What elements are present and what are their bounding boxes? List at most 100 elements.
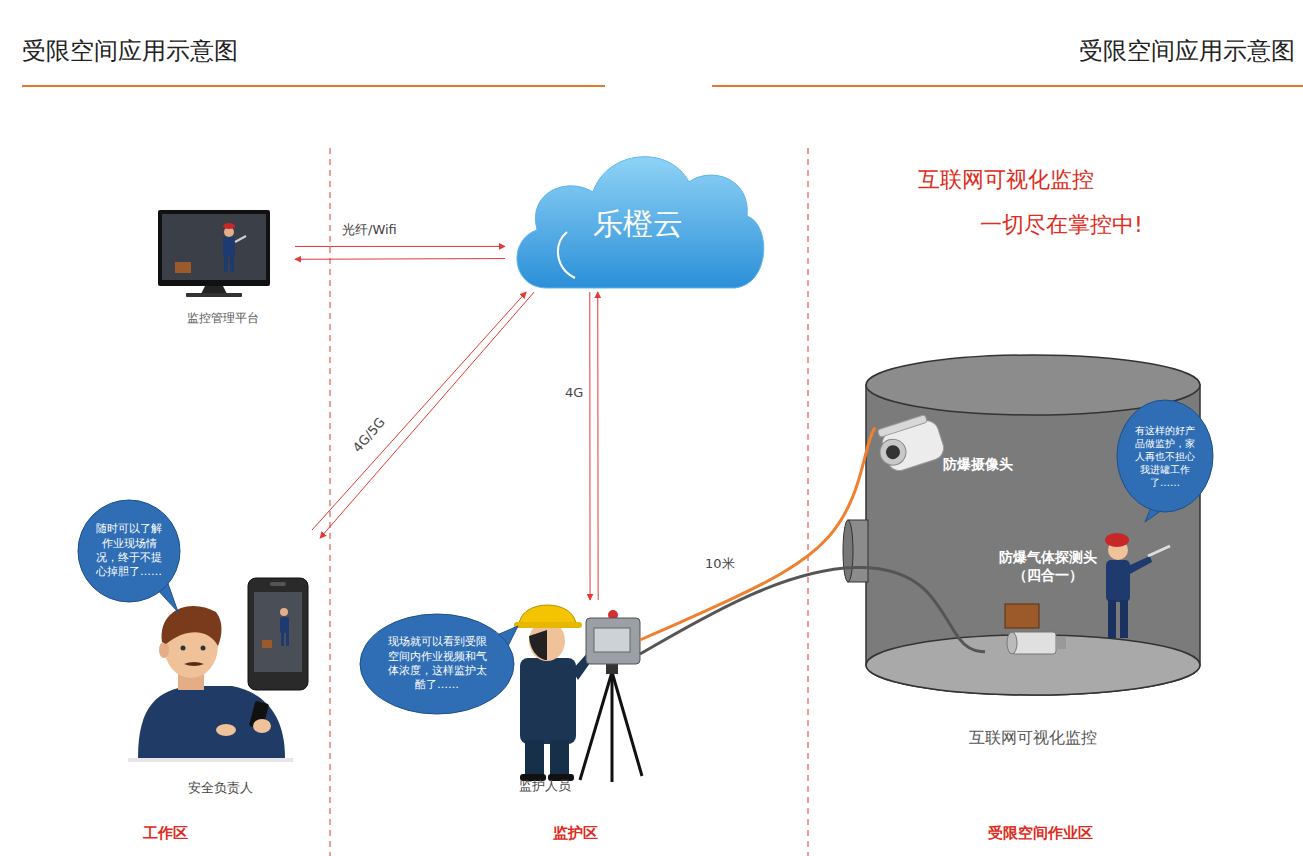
safety-officer-figure-part	[184, 662, 204, 666]
monitor-screen-part	[223, 223, 235, 229]
safety-officer-figure-part	[216, 724, 236, 736]
phone-device-part	[254, 592, 302, 672]
diagram-title: 受限空间应用示意图	[995, 36, 1295, 67]
tank-worker	[1105, 533, 1170, 638]
safety-officer-figure-part	[253, 719, 271, 733]
bubble-ellipse	[78, 500, 180, 602]
edge-label: 光纤/Wifi	[340, 222, 399, 239]
safety-officer-figure-part	[159, 642, 169, 658]
monitor-device	[580, 610, 642, 782]
zone-label: 监护区	[525, 824, 625, 844]
gas-detector-part	[1056, 637, 1066, 649]
tank-worker-part	[1105, 533, 1129, 547]
gas-detector	[1005, 604, 1066, 654]
guard-figure	[514, 605, 595, 781]
cloud-outline	[517, 157, 764, 288]
phone-device-part	[248, 578, 308, 690]
explosion-proof-camera-part-part	[884, 443, 902, 461]
bubble-ellipse	[1117, 400, 1213, 512]
monitor-screen-part	[186, 293, 242, 297]
signal-arrow	[295, 246, 505, 247]
phone-device-part	[280, 617, 289, 633]
signal-arrow	[295, 258, 505, 260]
monitor-screen-part	[201, 286, 227, 294]
explosion-proof-camera-part-part	[877, 414, 927, 437]
tank-worker-part	[1106, 560, 1130, 602]
phone-device-part	[286, 632, 289, 646]
safety-officer-figure-part	[181, 646, 186, 651]
monitor-screen	[158, 210, 270, 297]
bubble-ellipse	[360, 614, 514, 714]
guard-person: 监护人员	[505, 600, 640, 800]
node-label: 防爆摄像头	[943, 455, 1025, 473]
tank-part	[866, 385, 1200, 695]
node-label: 监护人员	[505, 778, 585, 795]
signal-arrow	[312, 292, 526, 530]
monitor-screen-part	[230, 256, 234, 272]
zone-divider-part	[330, 148, 331, 856]
diagram-title: 受限空间应用示意图	[22, 36, 422, 67]
tank-worker-part	[1120, 600, 1128, 638]
text-holder: 有这样的好产品做监护，家人再也不担心我进罐工作了……	[1115, 398, 1215, 514]
phone-device	[248, 578, 308, 690]
monitor-device-part	[580, 672, 612, 780]
monitor-device-part	[612, 672, 642, 776]
monitor-screen-part	[223, 237, 235, 257]
guard-figure-part	[520, 658, 576, 744]
safety-officer-figure-part	[201, 646, 206, 651]
tank-worker-part	[1128, 556, 1152, 574]
speech-bubble: 随时可以了解作业现场情况，终于不提心掉胆了……	[76, 498, 182, 604]
monitor-device-part	[586, 618, 640, 664]
camera-node: 防爆摄像头	[875, 410, 1025, 480]
node-label: 防爆气体探测头 （四合一）	[985, 548, 1110, 584]
phone-device-part	[262, 640, 272, 648]
phone-device-part	[270, 582, 286, 586]
guard-figure-part	[529, 630, 547, 660]
node-label: 乐橙云	[538, 204, 738, 243]
edge-label: 10米	[703, 556, 737, 573]
explosion-proof-camera-part-part	[877, 436, 910, 469]
edge-label: 4G/5G	[349, 412, 391, 457]
signal-arrow	[320, 292, 534, 538]
header-rule-part	[22, 85, 605, 87]
zone-divider-part	[808, 148, 809, 856]
monitor-screen-part	[158, 210, 270, 286]
safety-officer-figure-part	[162, 606, 222, 646]
speech-bubble: 有这样的好产品做监护，家人再也不担心我进罐工作了……	[1115, 398, 1215, 514]
safety-officer-figure-part	[128, 758, 293, 762]
confined-space-tank: 互联网可视化监控防爆摄像头有这样的好产品做监护，家人再也不担心我进罐工作了……防…	[845, 345, 1215, 755]
monitor-screen-part	[224, 256, 228, 272]
slogan: 一切尽在掌控中!	[980, 211, 1280, 240]
header-rule-part	[712, 85, 1303, 87]
monitor-screen-part	[175, 262, 191, 273]
node-label: 监控管理平台	[150, 311, 295, 327]
slogan: 互联网可视化监控	[918, 166, 1218, 195]
safety-officer-figure-part	[138, 686, 285, 758]
bubble-text: 现场就可以看到受限空间内作业视频和气体浓度，这样监护太酷了……	[385, 635, 489, 692]
cable	[640, 567, 985, 654]
text-holder: 现场就可以看到受限空间内作业视频和气体浓度，这样监护太酷了……	[358, 612, 516, 716]
speech-bubble: 现场就可以看到受限空间内作业视频和气体浓度，这样监护太酷了……	[358, 612, 516, 716]
cloud-highlight	[558, 232, 575, 278]
gas-detector-part	[1007, 632, 1017, 654]
monitoring-platform: 监控管理平台	[150, 205, 295, 327]
guard-figure-part	[514, 622, 582, 628]
monitor-device-part	[594, 628, 630, 652]
phone-device-part	[280, 608, 288, 616]
text-holder: 随时可以了解作业现场情况，终于不提心掉胆了……	[76, 498, 182, 604]
monitor-screen-part	[162, 214, 266, 280]
monitor-device-part	[611, 672, 614, 782]
tank-worker-part	[1108, 600, 1116, 638]
cable	[640, 428, 875, 641]
edge-label: 4G	[563, 385, 585, 402]
zone-divider	[330, 148, 808, 856]
gas-detector-part	[1005, 604, 1039, 628]
guard-figure-part	[550, 740, 569, 776]
tank-part	[843, 520, 853, 582]
monitor-screen-part	[235, 236, 246, 242]
node-label: 安全负责人	[120, 780, 320, 797]
